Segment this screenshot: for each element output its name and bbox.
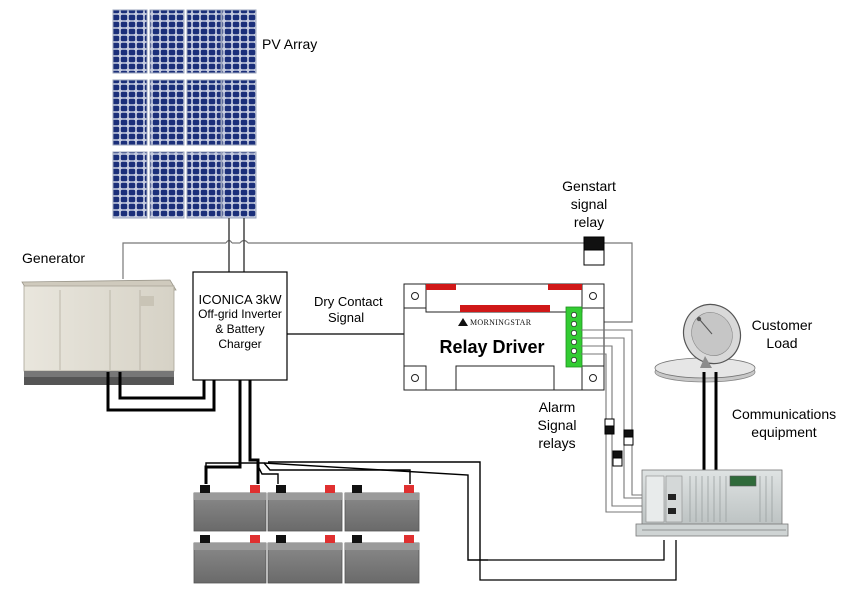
customer-load-label-line-2: Load xyxy=(766,335,798,351)
customer-load-label-line-1: Customer xyxy=(751,317,813,333)
relay-driver-label: Relay Driver xyxy=(439,337,545,357)
inverter-label-line-3: & Battery xyxy=(215,322,265,336)
battery-icon xyxy=(193,485,420,584)
pv-array-label: PV Array xyxy=(262,36,318,52)
alarm-label-line-1: Alarm xyxy=(538,399,576,415)
comms-label-line-2: equipment xyxy=(751,424,817,440)
battery-interconnects xyxy=(205,461,488,561)
inverter-label-line-1: ICONICA 3kW xyxy=(198,292,282,307)
pv-array xyxy=(112,9,257,219)
relay-driver xyxy=(403,283,605,391)
alarm-label-line-2: Signal xyxy=(537,417,577,433)
equipment-rack-icon xyxy=(635,469,789,537)
generator-label: Generator xyxy=(22,250,86,266)
pv-wires xyxy=(228,218,245,272)
genstart-label-line-1: Genstart xyxy=(562,178,616,194)
generator-ac-wires xyxy=(106,372,216,412)
genstart-label-line-2: signal xyxy=(570,196,608,212)
dry-contact-label-line-1: Dry Contact xyxy=(314,294,383,309)
dry-contact-label-line-2: Signal xyxy=(328,310,365,325)
inverter-label: ICONICA 3kW Off-grid Inverter & Battery … xyxy=(193,292,287,352)
dc-battery-wires xyxy=(204,380,260,484)
relay-icon xyxy=(583,236,605,266)
inverter-label-line-2: Off-grid Inverter xyxy=(198,307,282,321)
dc-load-wires xyxy=(479,540,677,581)
morningstar-logo: MORNINGSTAR xyxy=(470,318,532,327)
relay-icon xyxy=(604,418,634,467)
inverter-box xyxy=(192,271,288,381)
comms-label-line-1: Communications xyxy=(731,406,837,422)
genstart-label-line-3: relay xyxy=(573,214,605,230)
battery-bank xyxy=(193,485,420,584)
dish-cables xyxy=(702,372,718,472)
inverter-label-line-4: Charger xyxy=(218,337,262,351)
satellite-dish-icon xyxy=(654,303,756,383)
generator-icon xyxy=(21,279,177,385)
alarm-label-line-3: relays xyxy=(538,435,576,451)
solar-panel-icon xyxy=(112,9,257,219)
